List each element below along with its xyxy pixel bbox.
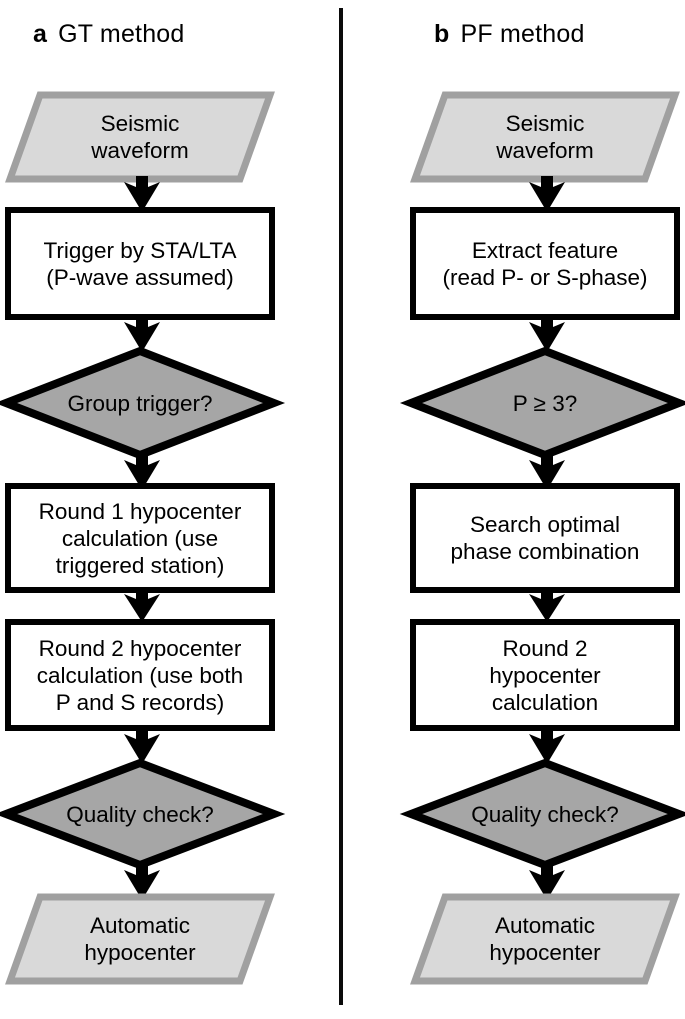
panel-a-letter: a xyxy=(33,20,48,48)
arrow-a-4 xyxy=(124,588,160,622)
node-a-round2-shape xyxy=(5,619,275,731)
node-a-round1-shape xyxy=(5,483,275,593)
panel-a-title: a GT method xyxy=(33,20,185,49)
arrow-b-3 xyxy=(529,452,565,490)
node-b-extract-feature-shape xyxy=(410,207,680,320)
arrow-b-6 xyxy=(529,862,565,900)
node-b-quality-check-shape xyxy=(399,758,685,870)
node-a-automatic-hypocenter-shape xyxy=(5,893,275,985)
node-b-seismic-waveform-shape xyxy=(410,91,680,183)
node-b-round2-shape xyxy=(410,619,680,731)
node-b-search-optimal-shape xyxy=(410,483,680,593)
arrow-a-5 xyxy=(124,726,160,764)
panel-b-caption: PF method xyxy=(460,20,585,48)
node-a-seismic-waveform-shape xyxy=(5,91,275,183)
node-b-automatic-hypocenter-shape xyxy=(410,893,680,985)
arrow-b-1 xyxy=(529,176,565,212)
arrow-a-3 xyxy=(124,452,160,490)
arrow-a-1 xyxy=(124,176,160,212)
node-a-group-trigger-shape xyxy=(0,346,286,460)
panel-divider xyxy=(339,8,343,1005)
arrow-a-6 xyxy=(124,862,160,900)
panel-a-caption: GT method xyxy=(58,20,185,48)
node-b-p-threshold-shape xyxy=(399,346,685,460)
node-a-quality-check-shape xyxy=(0,758,286,870)
panel-b-title: b PF method xyxy=(434,20,585,49)
arrow-b-5 xyxy=(529,726,565,764)
panel-b-letter: b xyxy=(434,20,450,48)
node-a-trigger-shape xyxy=(5,207,275,320)
arrow-b-2 xyxy=(529,314,565,352)
arrow-b-4 xyxy=(529,588,565,622)
arrow-a-2 xyxy=(124,314,160,352)
